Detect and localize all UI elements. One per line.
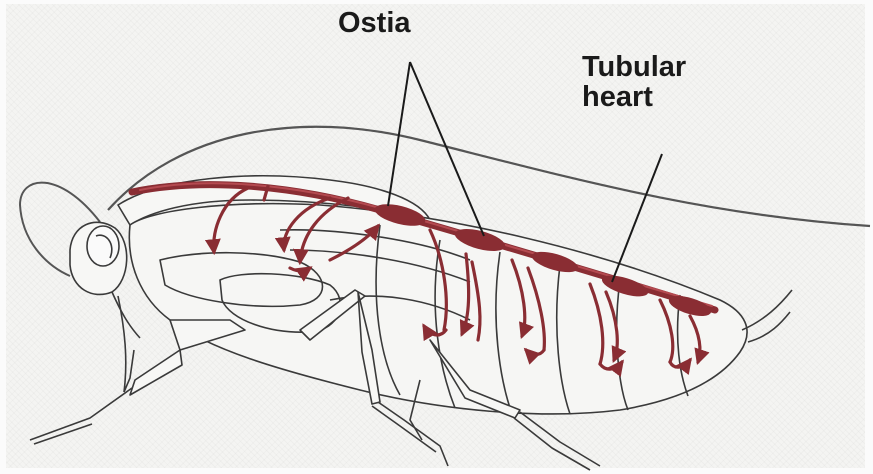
tubular-heart-label-line1: Tubular xyxy=(582,52,686,82)
tubular-heart-label-line2: heart xyxy=(582,82,686,112)
tubular-heart-leader-line xyxy=(612,154,662,282)
tubular-heart-label: Tubular heart xyxy=(582,52,686,112)
ostia-label: Ostia xyxy=(338,8,411,38)
